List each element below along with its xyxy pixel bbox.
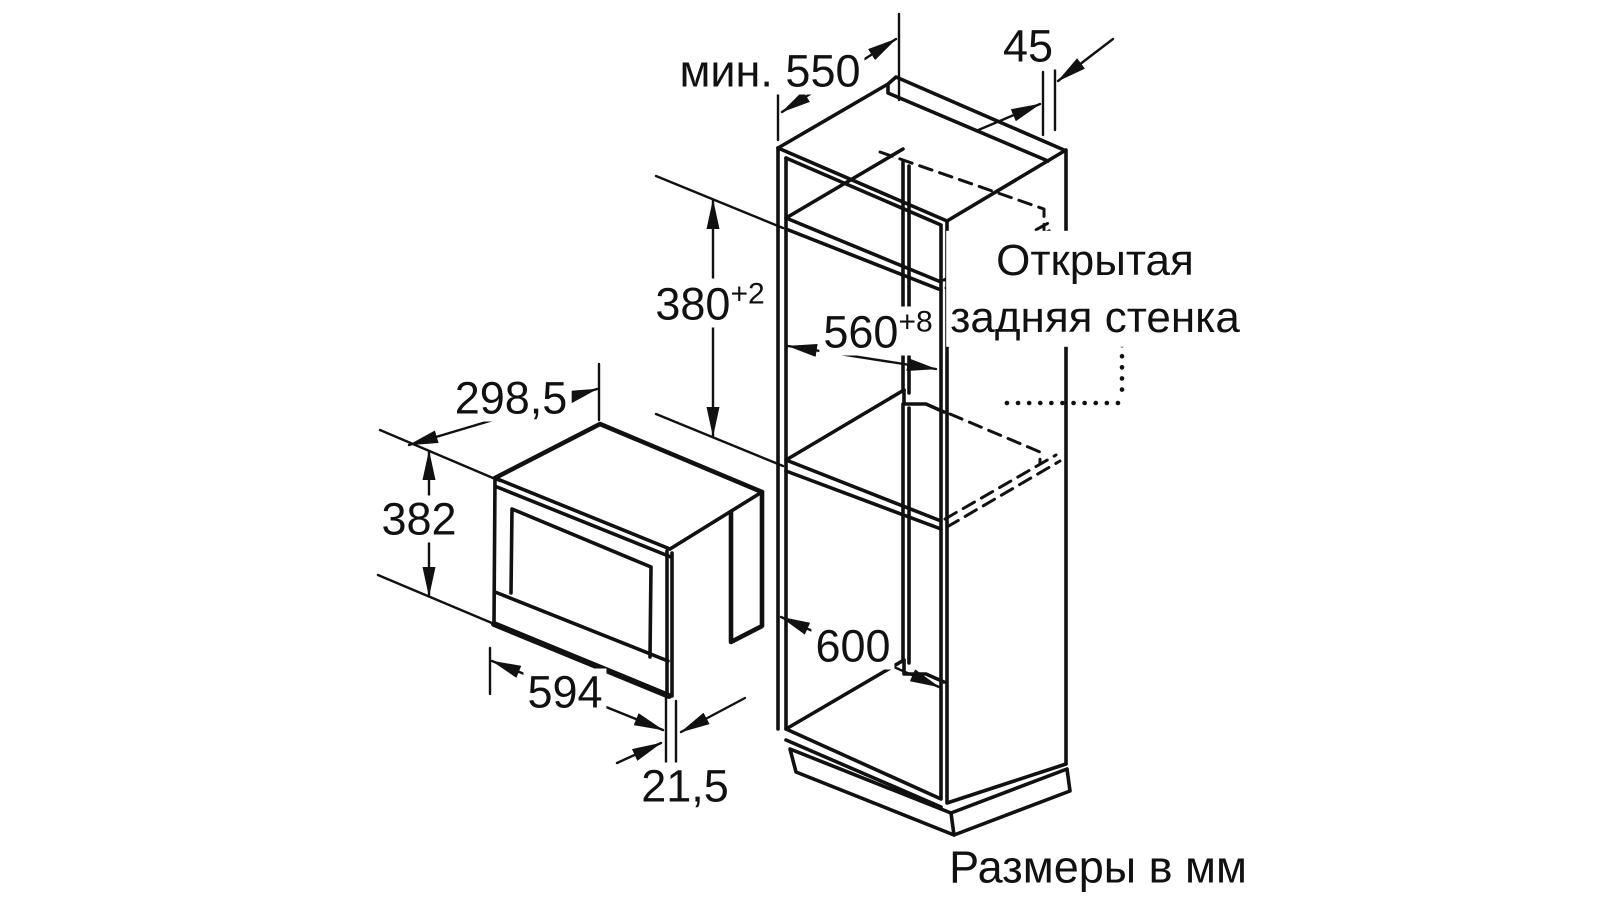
dim-line-21-5-right — [679, 696, 747, 734]
dimension-value: 594 — [527, 666, 603, 718]
dim-line-45-right — [1056, 37, 1115, 83]
open-back-line1: Открытая — [996, 235, 1194, 285]
dimension-label-appliance-top-depth: 298,5 — [450, 372, 572, 424]
dimension-value: 600 — [815, 620, 891, 672]
dim-line-560 — [786, 344, 938, 371]
dimension-label-top-rear-gap: 45 — [998, 20, 1058, 72]
open-back-line2: задняя стенка — [950, 293, 1240, 342]
dimension-label-niche-height: 380+2 — [651, 277, 769, 330]
cabinet-outline — [776, 75, 1072, 837]
dimension-label-appliance-width: 594 — [523, 666, 607, 718]
dimension-tolerance: +8 — [898, 305, 933, 339]
dimension-value: 298,5 — [454, 372, 568, 424]
dimension-label-appliance-height: 382 — [377, 493, 461, 545]
units-note: Размеры в мм — [945, 841, 1251, 893]
dimension-value: 380 — [655, 278, 731, 330]
open-back-annotation: Открытая задняя стенка — [946, 230, 1244, 348]
dimension-label-niche-width: 560+8 — [819, 305, 937, 358]
dimension-value: 550 — [785, 45, 861, 97]
dimension-extension-lines — [376, 12, 1057, 768]
microwave-oven — [491, 421, 765, 699]
dimension-label-niche-depth-min: мин. 550 — [675, 45, 865, 97]
dimension-value: 382 — [381, 493, 457, 545]
dimension-tolerance: +2 — [730, 277, 765, 311]
dimension-value: 560 — [823, 306, 899, 358]
dimension-value: 45 — [1002, 20, 1054, 72]
dimension-label-cabinet-width: 600 — [811, 620, 895, 672]
dim-line-45-left — [974, 102, 1042, 133]
dimension-prefix: мин. — [679, 45, 773, 97]
dim-line-21-5-left — [615, 741, 663, 765]
dimension-label-door-protrusion: 21,5 — [637, 760, 733, 812]
dimension-value: 21,5 — [641, 760, 729, 812]
units-note-text: Размеры в мм — [949, 841, 1247, 893]
